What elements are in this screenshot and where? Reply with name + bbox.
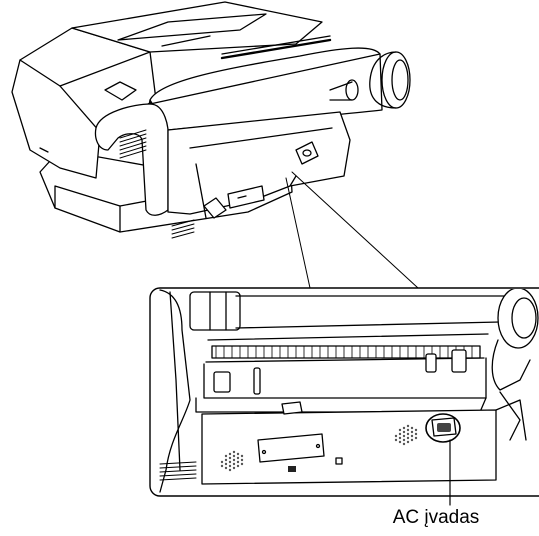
printer-overview — [11, 1, 411, 239]
zoom-leader-lines — [285, 171, 419, 289]
ac-inlet-label: AC įvadas — [392, 507, 480, 528]
detail-inset — [149, 287, 539, 497]
